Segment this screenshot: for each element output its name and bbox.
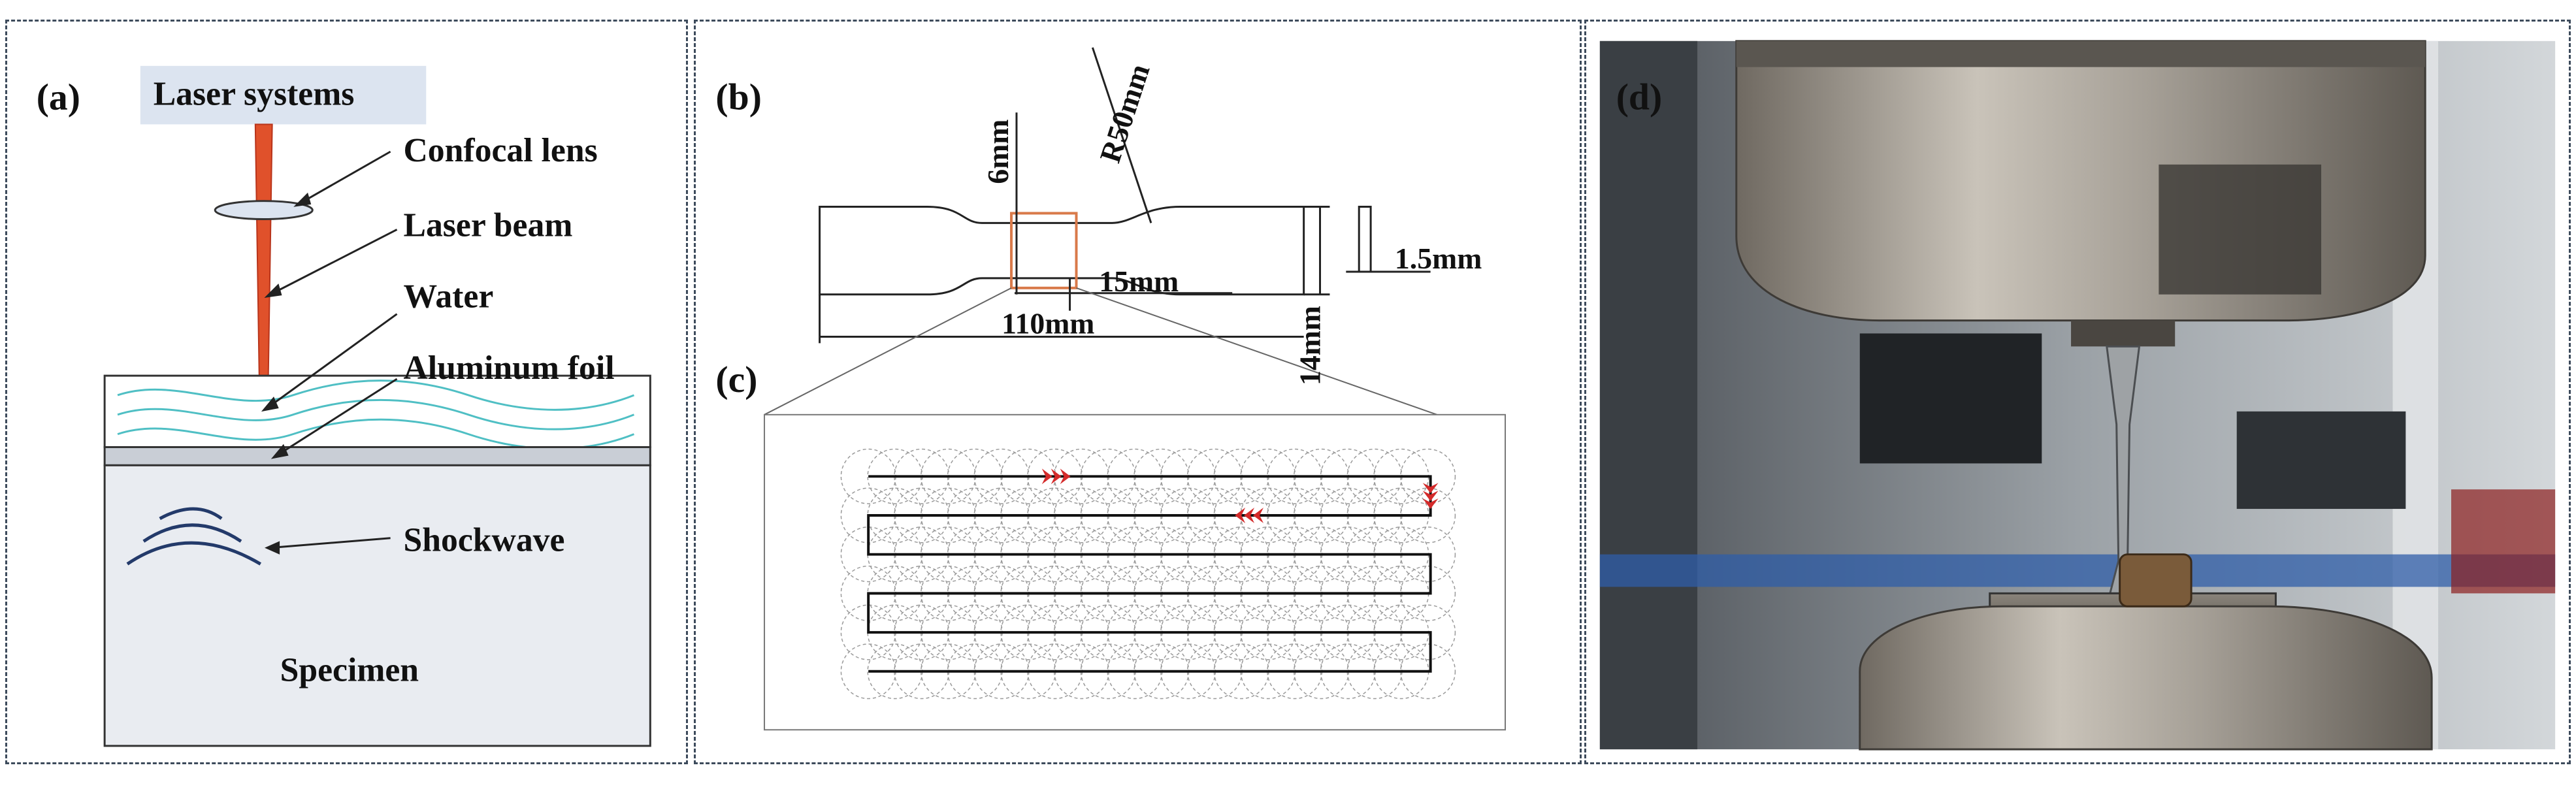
aluminum-foil-layer <box>103 446 651 466</box>
panel-a-tag: (a) <box>37 76 80 118</box>
laser-spot <box>1400 526 1456 583</box>
panel-d-svg: (d) <box>1599 40 2556 751</box>
confocal-lens-icon <box>214 200 314 221</box>
dim-6mm-label: 6mm <box>981 120 1015 184</box>
thickness-view <box>1358 206 1372 273</box>
right-arrow-icon <box>1041 468 1071 485</box>
lower-grip-housing <box>1859 605 2433 751</box>
shockwave-icon <box>126 507 262 566</box>
panel-d-tensile-test-photo: (d) <box>1584 20 2571 764</box>
shockwave-label: Shockwave <box>403 522 564 559</box>
panel-a-lsp-schematic: Laser systems (a) <box>5 20 688 764</box>
gauge-region-box <box>1010 212 1078 289</box>
extensometer-block <box>2119 553 2193 607</box>
monitor-icon <box>1859 333 2042 464</box>
laser-spot <box>1400 604 1456 660</box>
upper-grip-housing <box>1735 40 2426 322</box>
left-arrow-icon <box>1235 508 1264 523</box>
laser-spot <box>1400 487 1456 543</box>
panel-a-svg: Laser systems (a) <box>37 65 651 747</box>
upper-clamp <box>2071 320 2176 347</box>
laser-beam-icon <box>254 123 273 377</box>
dog-bone-specimen <box>819 206 1305 296</box>
dim-14mm-label: 14mm <box>1294 306 1327 385</box>
laser-systems-box <box>140 65 427 125</box>
scan-direction-arrows <box>1041 468 1439 523</box>
panel-d-tag: (d) <box>1616 76 1663 118</box>
specimen-block <box>103 464 651 747</box>
laser-systems-label: Laser systems <box>154 76 355 113</box>
laser-spot <box>1400 643 1456 700</box>
laser-spot <box>1400 565 1456 621</box>
down-arrow-icon <box>1422 483 1439 510</box>
confocal-lens-label: Confocal lens <box>403 132 597 169</box>
panel-b-tag: (b) <box>715 76 762 118</box>
dim-15mm-label: 15mm <box>1099 265 1179 298</box>
panel-c-tag: (c) <box>715 359 757 400</box>
specimen-label: Specimen <box>280 651 419 688</box>
dim-110mm-label: 110mm <box>1002 306 1094 340</box>
laser-beam-label: Laser beam <box>403 206 572 244</box>
panel-bc-specimen-geometry: (b) 6mm R50mm <box>694 20 1582 764</box>
water-label: Water <box>403 278 493 316</box>
dim-1-5mm-label: 1.5mm <box>1395 242 1482 275</box>
aluminum-foil-label: Aluminum foil <box>403 349 614 387</box>
panel-bc-svg: (b) 6mm R50mm <box>715 47 1507 731</box>
scan-path-box <box>764 413 1507 731</box>
